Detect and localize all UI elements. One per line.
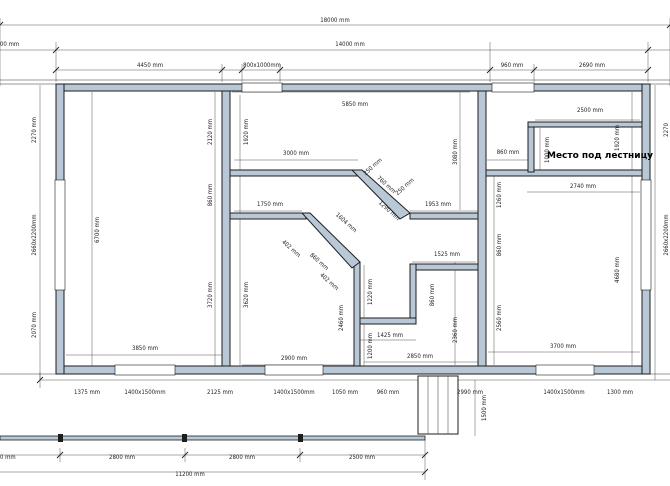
dim-2125: 2125 mm	[207, 389, 233, 396]
dim-2560: 2560 mm	[496, 305, 503, 331]
dim-11200: 11200 mm	[175, 471, 204, 478]
dim-2500-low: 2500 mm	[349, 454, 375, 461]
dim-2070: 2070 mm	[31, 312, 38, 338]
dim-window-top: 800x1000mm	[243, 62, 281, 69]
dim-window-b2: 1400x1500mm	[273, 389, 314, 396]
dim-860-top: 860 mm	[497, 149, 520, 156]
dim-3620: 3620 mm	[243, 282, 250, 308]
dim-2800a: 2800 mm	[109, 454, 135, 461]
stair-place-label: Место под лестницу	[547, 151, 653, 161]
dim-3850: 3850 mm	[132, 345, 158, 352]
dim-2270-right: 2270	[663, 123, 670, 137]
windows	[54, 82, 652, 376]
top-dimension-lines	[0, 18, 670, 366]
dim-2800b: 2800 mm	[229, 454, 255, 461]
dim-3000: 3000 mm	[283, 150, 309, 157]
dim-low-edge: 0 mm	[0, 454, 16, 461]
dim-2740: 2740 mm	[570, 183, 596, 190]
dim-960-bot: 960 mm	[377, 389, 400, 396]
dim-edge-left: 00 mm	[0, 41, 19, 48]
vertical-dimension-lines	[39, 85, 656, 436]
dim-2690: 2690 mm	[579, 62, 605, 69]
bottom-dimension-lines	[0, 372, 670, 480]
dim-1300: 1300 mm	[607, 389, 633, 396]
dim-3700: 3700 mm	[550, 343, 576, 350]
dim-18000: 18000 mm	[320, 17, 349, 24]
dim-3080: 3080 mm	[452, 139, 459, 165]
dim-6700: 6700 mm	[94, 217, 101, 243]
dim-860-c: 860 mm	[429, 284, 436, 307]
walls	[0, 79, 670, 375]
dim-14000: 14000 mm	[335, 41, 364, 48]
dim-2360: 2360 mm	[452, 317, 459, 343]
dim-1920: 1920 mm	[243, 119, 250, 145]
dim-402b: 402 mm	[318, 272, 339, 292]
dim-1220: 1220 mm	[367, 279, 374, 305]
dim-250b: 250 mm	[394, 177, 415, 197]
dim-1200: 1200 mm	[367, 333, 374, 359]
dim-5850: 5850 mm	[342, 101, 368, 108]
dim-4450: 4450 mm	[137, 62, 163, 69]
dim-960-top: 960 mm	[501, 62, 524, 69]
terrace	[0, 434, 426, 442]
dim-2990: 2990 mm	[457, 389, 483, 396]
dim-1050: 1050 mm	[332, 389, 358, 396]
dim-1920b: 1920 mm	[614, 125, 621, 151]
dim-1525: 1525 mm	[434, 251, 460, 258]
dim-2460: 2460 mm	[338, 305, 345, 331]
dim-3720: 3720 mm	[207, 282, 214, 308]
dim-2660-right: 2660x2200mm	[663, 214, 670, 255]
dimension-ticks	[0, 21, 670, 74]
porch-steps	[417, 375, 459, 435]
dim-2850: 2850 mm	[407, 353, 433, 360]
dim-1425: 1425 mm	[377, 332, 403, 339]
dim-402a: 402 mm	[280, 239, 301, 259]
dim-2660-left: 2660x2200mm	[31, 214, 38, 255]
dim-1604: 1604 mm	[334, 212, 358, 235]
dim-window-b1: 1400x1500mm	[124, 389, 165, 396]
dim-2900: 2900 mm	[281, 355, 307, 362]
dim-1500: 1500 mm	[481, 395, 488, 421]
dim-860-d: 860 mm	[496, 234, 503, 257]
dim-1260b: 1260 mm	[496, 182, 503, 208]
dim-2270-left: 2270 mm	[31, 117, 38, 143]
dim-4680: 4680 mm	[614, 257, 621, 283]
dim-1375: 1375 mm	[74, 389, 100, 396]
dim-2120: 2120 mm	[207, 119, 214, 145]
dim-1953: 1953 mm	[425, 201, 451, 208]
dim-1000: 1000 mm	[544, 137, 551, 163]
dim-2500: 2500 mm	[577, 107, 603, 114]
dim-1750: 1750 mm	[257, 201, 283, 208]
dim-860-v: 860 mm	[207, 184, 214, 207]
dim-860-diag: 860 mm	[308, 252, 329, 272]
dim-window-b3: 1400x1500mm	[543, 389, 584, 396]
